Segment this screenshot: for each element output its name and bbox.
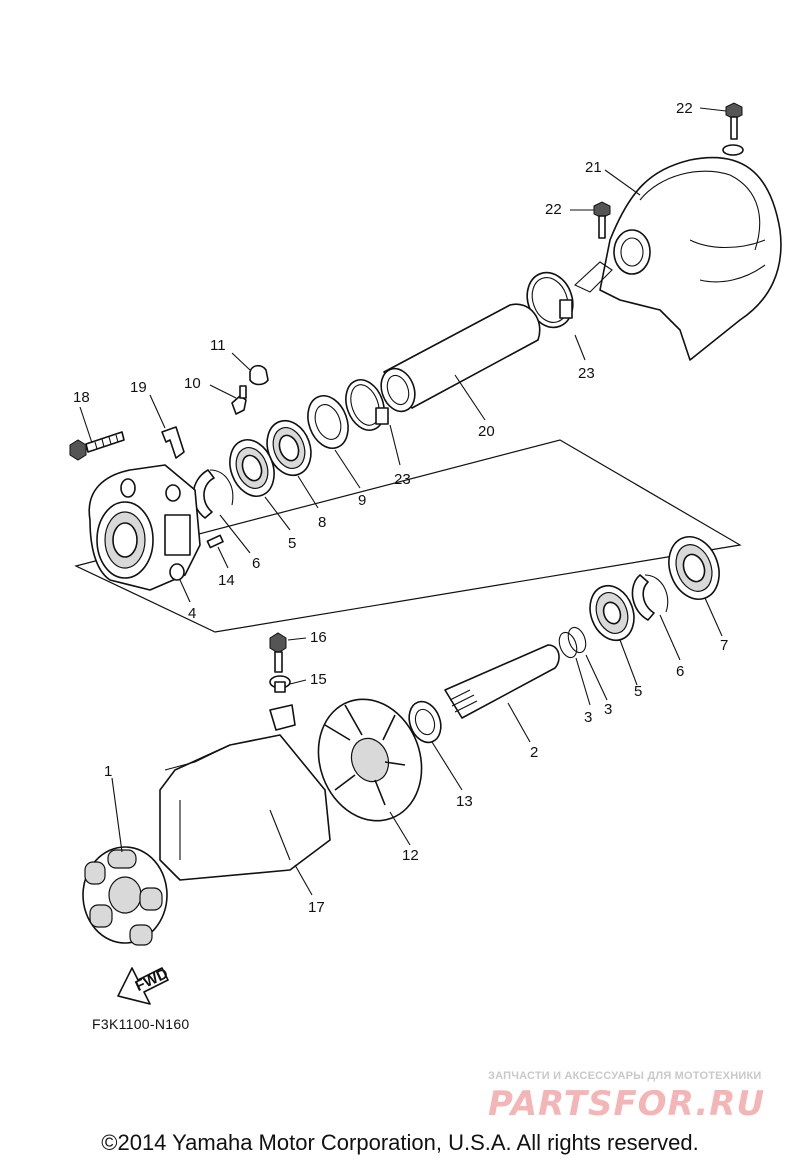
label-22-mid: 22 <box>545 201 562 218</box>
hose-20 <box>380 303 541 413</box>
label-5-lower: 5 <box>634 683 642 700</box>
label-14: 14 <box>218 572 235 589</box>
label-8: 8 <box>318 514 326 531</box>
label-19: 19 <box>130 379 147 396</box>
bracket-19 <box>161 426 185 459</box>
bearing-7 <box>668 536 720 600</box>
copyright-notice: ©2014 Yamaha Motor Corporation, U.S.A. A… <box>101 1130 699 1155</box>
circlip-6-upper <box>192 469 234 519</box>
label-23-right: 23 <box>578 365 595 382</box>
label-10: 10 <box>184 375 201 392</box>
label-2: 2 <box>530 744 538 761</box>
collar-15 <box>269 675 291 693</box>
part-number-labels: 22 21 22 23 20 23 9 8 5 6 14 4 18 19 10 … <box>73 100 728 916</box>
label-12: 12 <box>402 847 419 864</box>
label-9: 9 <box>358 492 366 509</box>
label-5-upper: 5 <box>288 535 296 552</box>
label-4: 4 <box>188 605 196 622</box>
label-21: 21 <box>585 159 602 176</box>
cap-11 <box>249 364 269 386</box>
label-13: 13 <box>456 793 473 810</box>
bearing-5-lower <box>589 584 635 642</box>
label-22-top: 22 <box>676 100 693 117</box>
label-18: 18 <box>73 389 90 406</box>
label-17: 17 <box>308 899 325 916</box>
label-15: 15 <box>310 671 327 688</box>
hose-clamp-23-left <box>345 379 389 431</box>
label-6-lower: 6 <box>676 663 684 680</box>
bolt-22-mid <box>593 201 611 239</box>
diagram-code: F3K1100-N160 <box>92 1016 190 1032</box>
watermark-logo: PARTSFOR.RU <box>488 1084 766 1124</box>
pump-housing-4 <box>88 464 201 591</box>
label-3-left: 3 <box>584 709 592 726</box>
label-1: 1 <box>104 763 112 780</box>
label-3-right: 3 <box>604 701 612 718</box>
dowel-pin-14 <box>206 534 224 549</box>
bolt-22-top <box>725 102 743 140</box>
o-rings-3 <box>558 626 587 659</box>
collar-13 <box>408 700 442 744</box>
oil-seal-9 <box>307 395 349 449</box>
watermark-tagline: ЗАПЧАСТИ И АКСЕССУАРЫ ДЛЯ МОТОТЕХНИКИ <box>488 1070 762 1082</box>
shaft-2 <box>444 644 560 719</box>
label-11: 11 <box>210 337 226 354</box>
grease-nipple-10 <box>231 385 247 415</box>
label-6-upper: 6 <box>252 555 260 572</box>
oil-seal-8 <box>266 419 312 477</box>
fwd-label: FWD <box>133 965 171 995</box>
label-20: 20 <box>478 423 495 440</box>
upper-subassembly-outline <box>74 439 742 633</box>
label-16: 16 <box>310 629 327 646</box>
cover-17 <box>159 704 331 881</box>
nozzle-housing-21 <box>574 144 782 361</box>
fwd-arrow-icon: FWD <box>117 965 171 1005</box>
bearing-5-upper <box>229 439 275 497</box>
bolt-16 <box>269 632 287 673</box>
leader-lines <box>79 107 727 896</box>
bolt-18 <box>69 431 125 461</box>
coupler-12 <box>317 698 423 822</box>
label-7: 7 <box>720 637 728 654</box>
label-23-left: 23 <box>394 471 411 488</box>
hose-clamp-23-right <box>526 271 574 329</box>
damper-1 <box>82 846 168 946</box>
circlip-6-lower <box>631 574 669 621</box>
